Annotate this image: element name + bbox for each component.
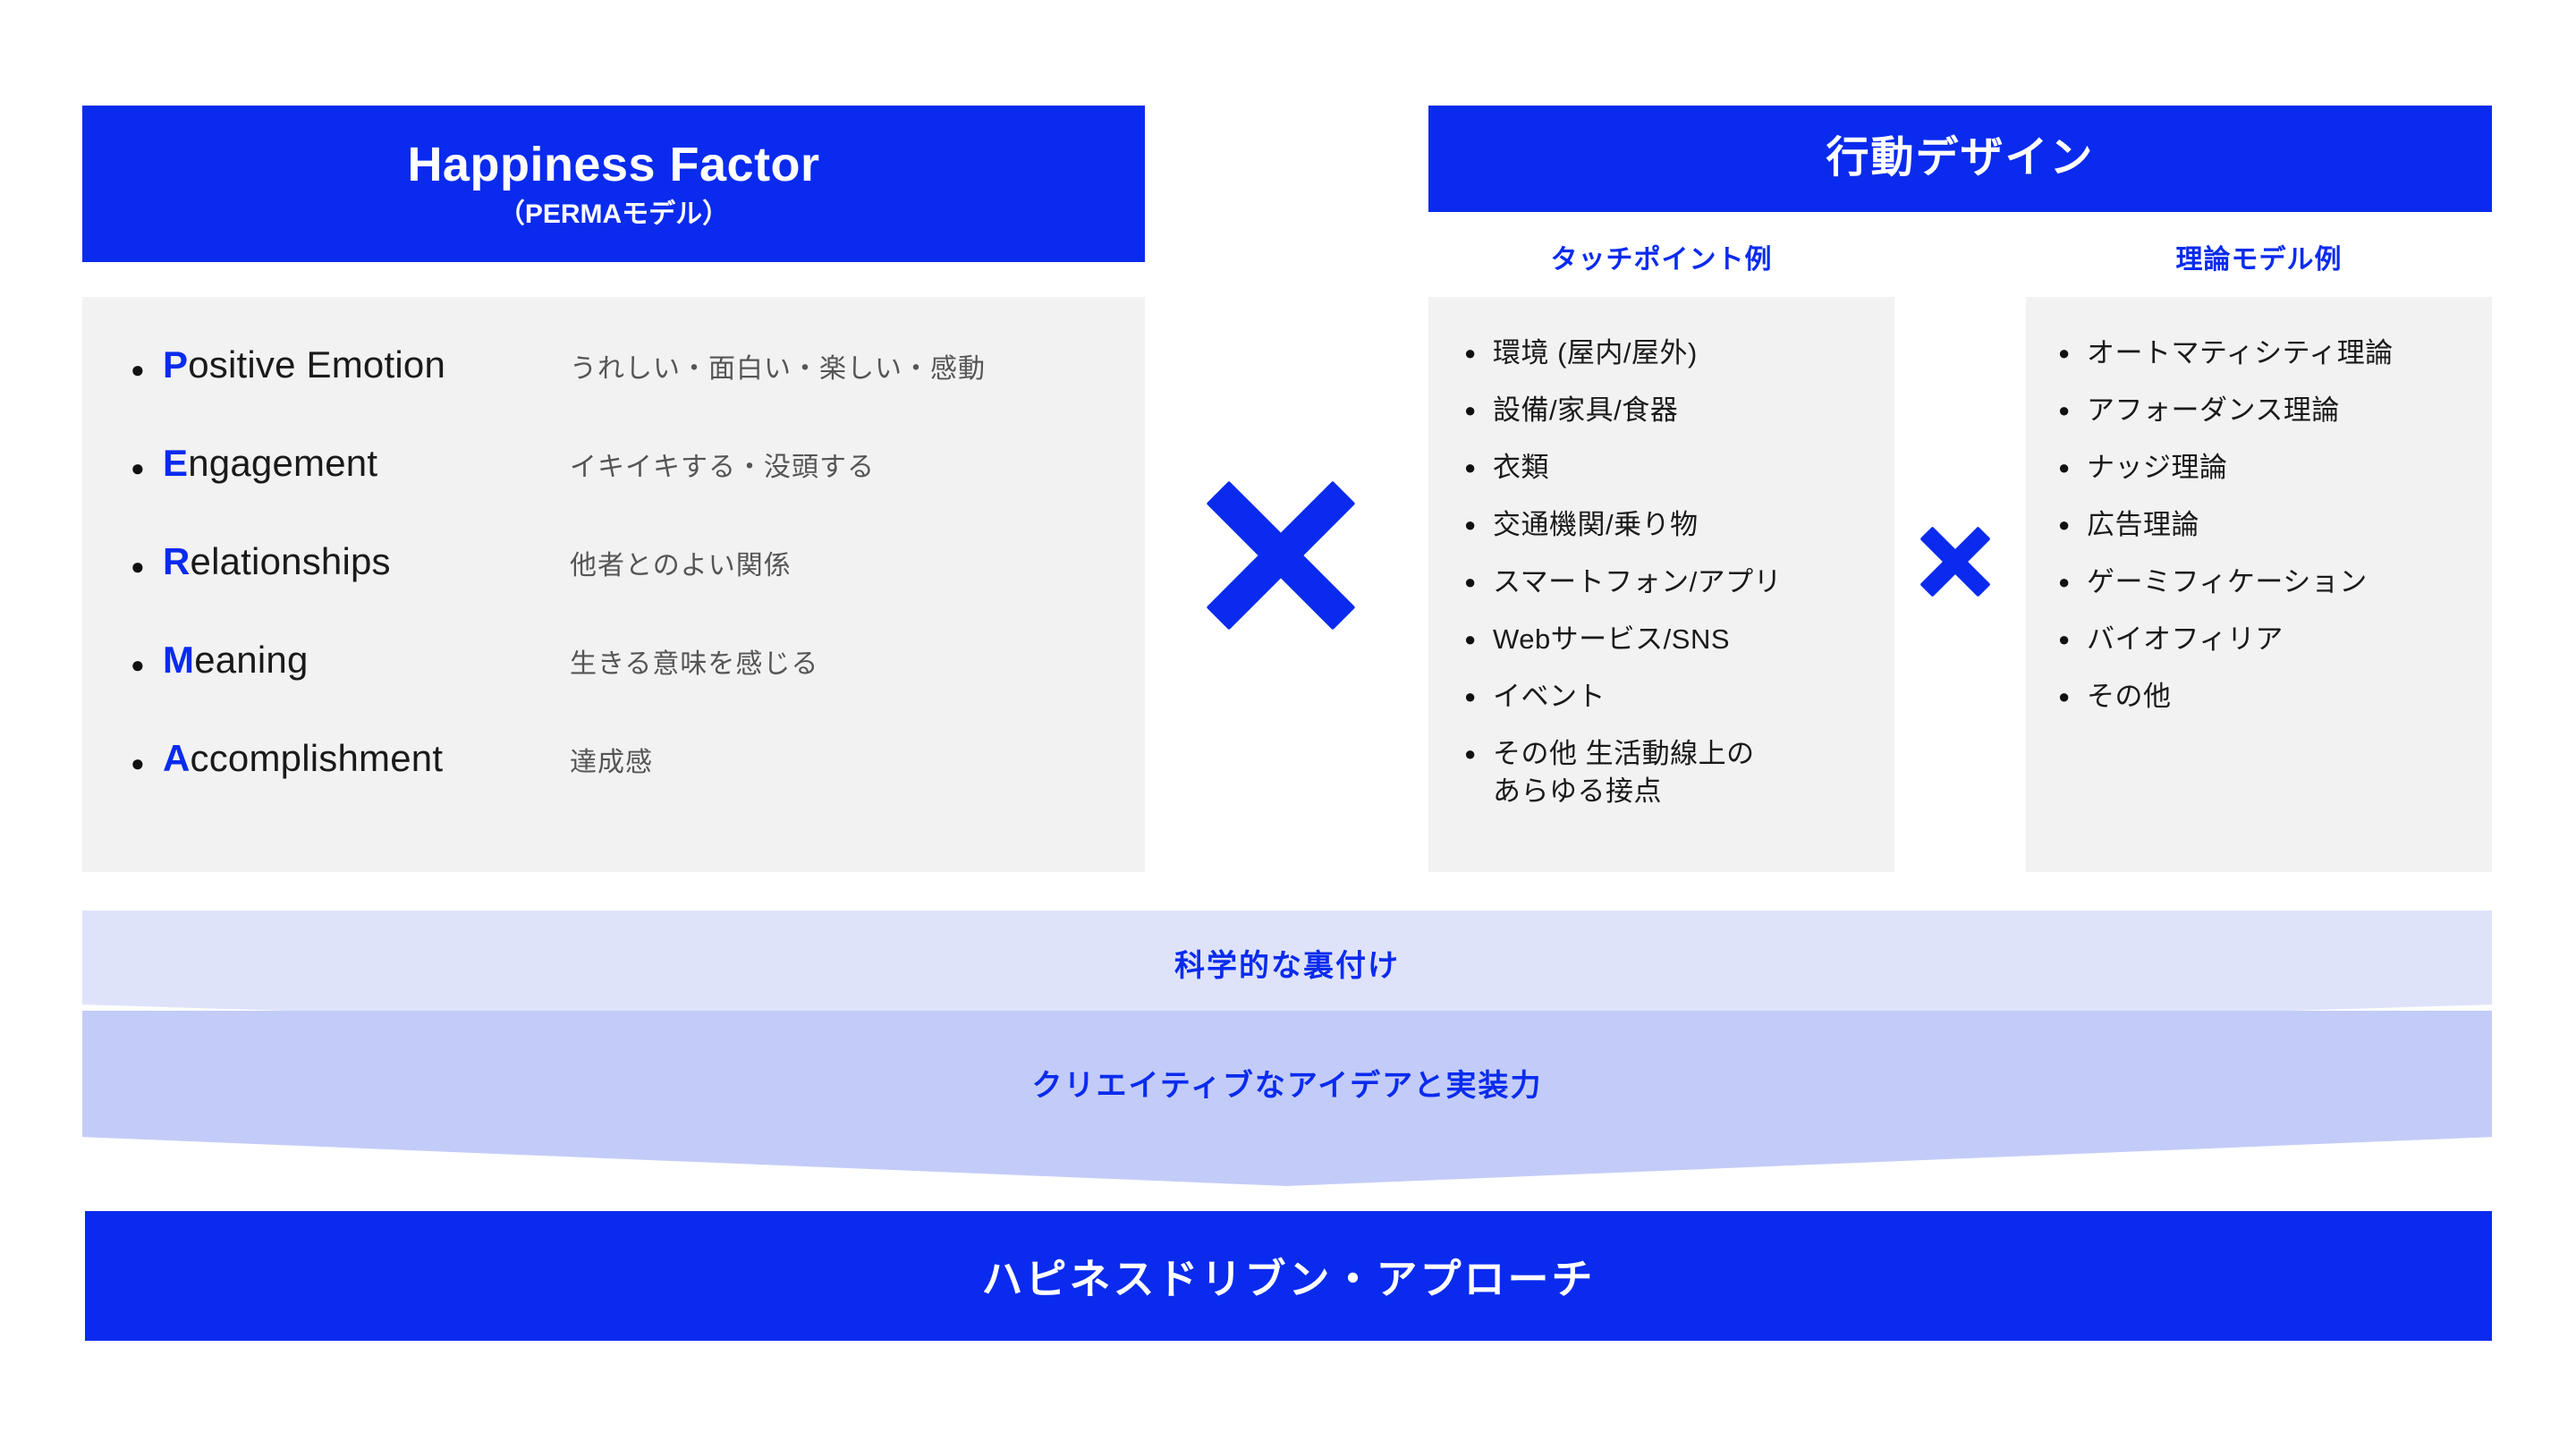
perma-description: 生きる意味を感じる [570,649,819,679]
touchpoint-label: 衣類 [1493,452,1549,483]
multiply-icon-small [1919,526,1991,597]
creative-band: クリエイティブなアイデアと実装力 [82,1011,2492,1186]
bullet-icon: ● [1464,513,1477,536]
list-item: ● Accomplishment 達成感 [131,737,1145,835]
perma-description: うれしい・面白い・楽しい・感動 [570,354,986,384]
bullet-icon: ● [1464,342,1477,364]
bullet-icon: ● [2058,513,2071,536]
theory-label: オートマティシティ理論 [2087,337,2394,369]
bullet-icon: ● [1464,742,1477,765]
list-item: ● スマートフォン/アプリ [1464,564,1894,601]
happiness-factor-subtitle: （PERMAモデル） [497,199,730,229]
perma-initial: A [163,737,191,779]
perma-term: Positive Emotion [163,343,570,386]
creative-band-label: クリエイティブなアイデアと実装力 [1031,1069,1543,1103]
theory-list: ● オートマティシティ理論 ● アフォーダンス理論 ● ナッジ理論 ● 広告理論… [2058,335,2492,716]
bullet-icon: ● [2058,571,2071,593]
bullet-icon: ● [1464,685,1477,708]
perma-initial: P [163,343,189,386]
list-item: ● 衣類 [1464,449,1894,487]
theory-label: バイオフィリア [2087,623,2284,655]
perma-list: ● Positive Emotion うれしい・面白い・楽しい・感動 ● Eng… [131,343,1145,835]
perma-description: 他者とのよい関係 [570,551,792,580]
happiness-factor-header: Happiness Factor （PERMAモデル） [82,106,1145,262]
list-item: ● その他 [2058,678,2492,716]
bullet-icon: ● [2058,342,2071,364]
touchpoint-list: ● 環境 (屋内/屋外) ● 設備/家具/食器 ● 衣類 ● 交通機関/乗り物 … [1464,335,1894,810]
list-item: ● Engagement イキイキする・没頭する [131,442,1145,540]
perma-description: 達成感 [570,748,653,777]
bullet-icon: ● [131,553,145,580]
theory-label: アフォーダンス理論 [2087,394,2340,426]
theory-label: 広告理論 [2087,509,2199,540]
list-item: ● ゲーミフィケーション [2058,564,2492,601]
bullet-icon: ● [2058,456,2071,479]
bullet-icon: ● [1464,399,1477,421]
happiness-factor-title: Happiness Factor [407,138,820,192]
perma-description: イキイキする・没頭する [570,453,875,482]
theory-heading: 理論モデル例 [2175,245,2343,275]
bullet-icon: ● [131,651,145,678]
touchpoint-label: 交通機関/乗り物 [1493,509,1699,540]
perma-term-rest: ccomplishment [190,737,444,779]
multiply-icon-large [1206,480,1356,631]
perma-term-rest: elationships [190,540,391,582]
touchpoint-label: 環境 (屋内/屋外) [1493,337,1698,369]
list-item: ● Meaning 生きる意味を感じる [131,639,1145,737]
bullet-icon: ● [2058,685,2071,708]
theory-label: その他 [2087,681,2172,712]
touchpoint-label: スマートフォン/アプリ [1493,566,1783,597]
list-item: ● イベント [1464,678,1894,716]
perma-initial: E [163,442,189,484]
list-item: ● 環境 (屋内/屋外) [1464,335,1894,372]
bullet-icon: ● [1464,571,1477,593]
perma-initial: R [163,540,191,582]
bullet-icon: ● [2058,399,2071,421]
list-item: ● 広告理論 [2058,506,2492,544]
perma-term: Meaning [163,639,570,682]
bullet-icon: ● [1464,628,1477,650]
behavior-design-header: 行動デザイン [1428,106,2492,212]
touchpoint-heading: タッチポイント例 [1550,245,1773,275]
list-item: ● Webサービス/SNS [1464,621,1894,658]
perma-panel: ● Positive Emotion うれしい・面白い・楽しい・感動 ● Eng… [82,297,1145,872]
bullet-icon: ● [131,454,145,481]
science-band-label: 科学的な裏付け [1174,949,1400,983]
perma-initial: M [163,639,195,681]
theory-panel: ● オートマティシティ理論 ● アフォーダンス理論 ● ナッジ理論 ● 広告理論… [2026,297,2492,872]
list-item: ● バイオフィリア [2058,621,2492,658]
bullet-icon: ● [131,750,145,776]
touchpoint-label: イベント [1493,681,1606,712]
perma-term-rest: ngagement [188,442,378,484]
touchpoint-label: Webサービス/SNS [1493,623,1731,655]
list-item: ● Positive Emotion うれしい・面白い・楽しい・感動 [131,343,1145,442]
behavior-design-title: 行動デザイン [1826,134,2095,182]
perma-term: Accomplishment [163,737,570,780]
happiness-driven-approach-label: ハピネスドリブン・アプローチ [981,1255,1596,1302]
perma-term-rest: ositive Emotion [188,343,446,386]
list-item: ● Relationships 他者とのよい関係 [131,540,1145,639]
touchpoint-label: 設備/家具/食器 [1493,394,1679,426]
list-item: ● アフォーダンス理論 [2058,392,2492,429]
bullet-icon: ● [2058,628,2071,650]
theory-label: ゲーミフィケーション [2087,566,2368,597]
perma-term: Relationships [163,540,570,583]
perma-term-rest: eaning [194,639,309,681]
list-item: ● オートマティシティ理論 [2058,335,2492,372]
list-item: ● その他 生活動線上の あらゆる接点 [1464,735,1894,810]
bullet-icon: ● [131,356,145,383]
list-item: ● 交通機関/乗り物 [1464,506,1894,544]
touchpoint-panel: ● 環境 (屋内/屋外) ● 設備/家具/食器 ● 衣類 ● 交通機関/乗り物 … [1428,297,1894,872]
touchpoint-label: その他 生活動線上の あらゆる接点 [1493,738,1755,807]
theory-label: ナッジ理論 [2087,452,2228,483]
perma-term: Engagement [163,442,570,485]
bullet-icon: ● [1464,456,1477,479]
list-item: ● ナッジ理論 [2058,449,2492,487]
happiness-driven-approach-banner: ハピネスドリブン・アプローチ [85,1211,2492,1341]
list-item: ● 設備/家具/食器 [1464,392,1894,429]
